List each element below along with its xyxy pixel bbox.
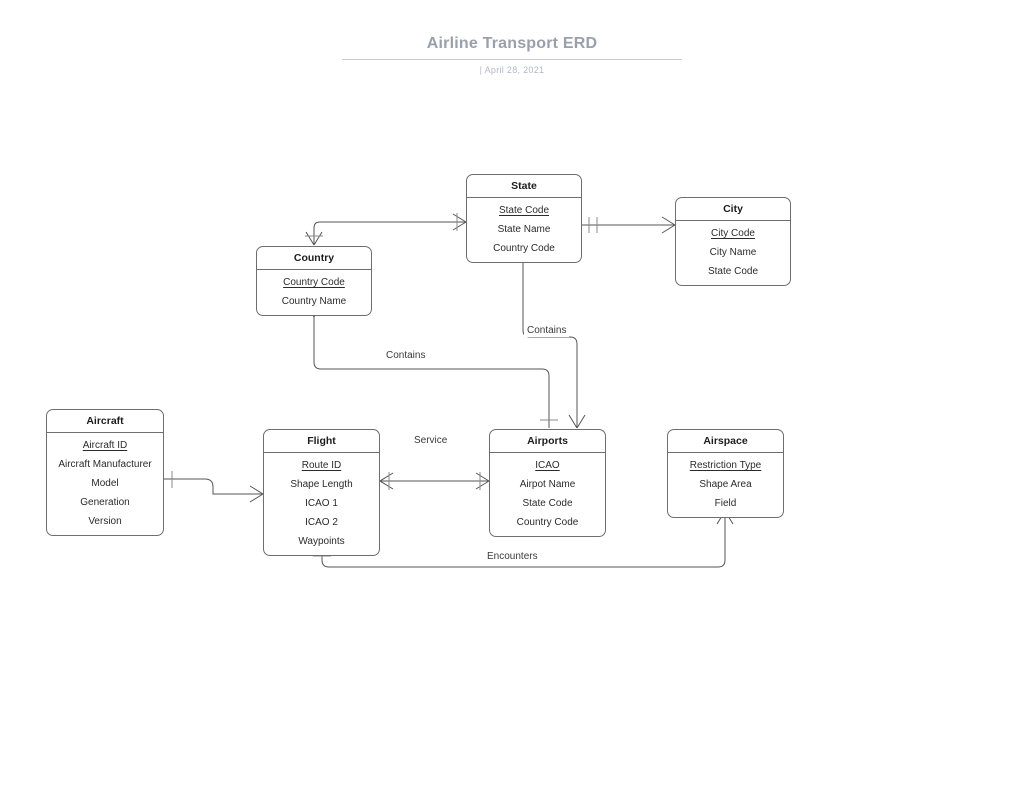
entity-attributes-airports: ICAO Airpot Name State Code Country Code xyxy=(490,453,605,536)
attribute-row: Version xyxy=(88,516,122,527)
attribute-row: City Code xyxy=(711,228,755,239)
entity-title-aircraft: Aircraft xyxy=(47,410,163,433)
crowfoot-state-left xyxy=(452,213,467,231)
connector-country-airports xyxy=(313,308,550,428)
entity-airspace[interactable]: Airspace Restriction Type Shape Area Fie… xyxy=(667,429,784,518)
attribute-row: Generation xyxy=(80,497,130,508)
crowfoot-flight-left xyxy=(249,485,264,503)
connector-country-state xyxy=(313,221,466,245)
attribute-row: Waypoints xyxy=(298,536,345,547)
attribute-row: Route ID xyxy=(301,460,342,471)
entity-aircraft[interactable]: Aircraft Aircraft ID Aircraft Manufactur… xyxy=(46,409,164,536)
entity-attributes-flight: Route ID Shape Length ICAO 1 ICAO 2 Wayp… xyxy=(264,453,379,555)
attribute-row: City Name xyxy=(709,247,757,258)
relationship-label-state-airports: Contains xyxy=(524,325,570,337)
attribute-row: Country Code xyxy=(493,243,555,254)
title-divider xyxy=(342,59,682,60)
attribute-row: Shape Length xyxy=(290,479,353,490)
entity-country[interactable]: Country Country Code Country Name xyxy=(256,246,372,316)
attribute-row: Aircraft ID xyxy=(82,440,128,451)
entity-airports[interactable]: Airports ICAO Airpot Name State Code Cou… xyxy=(489,429,606,537)
attribute-row: State Name xyxy=(497,224,551,235)
attribute-row: Shape Area xyxy=(699,479,752,490)
entity-title-state: State xyxy=(467,175,581,198)
entity-flight[interactable]: Flight Route ID Shape Length ICAO 1 ICAO… xyxy=(263,429,380,556)
attribute-row: Restriction Type xyxy=(689,460,762,471)
relationship-label-country-airports: Contains xyxy=(383,350,429,362)
attribute-row: ICAO xyxy=(535,460,560,471)
attribute-row: Country Name xyxy=(281,296,347,307)
attribute-row: ICAO 1 xyxy=(305,498,338,509)
crowfoot-country-top xyxy=(305,231,323,246)
entity-attributes-city: City Code City Name State Code xyxy=(676,221,790,285)
attribute-row: Aircraft Manufacturer xyxy=(58,459,152,470)
entity-title-country: Country xyxy=(257,247,371,270)
attribute-row: Country Code xyxy=(283,277,345,288)
relationship-label-flight-airspace: Encounters xyxy=(484,551,541,563)
entity-attributes-country: Country Code Country Name xyxy=(257,270,371,315)
crowfoot-airports-left xyxy=(475,472,490,490)
entity-city[interactable]: City City Code City Name State Code xyxy=(675,197,791,286)
document-header: Airline Transport ERD | April 28, 2021 xyxy=(0,34,1024,75)
attribute-row: State Code xyxy=(707,266,759,277)
crowfoot-flight-right xyxy=(379,472,394,490)
page-title: Airline Transport ERD xyxy=(426,35,598,52)
entity-title-airports: Airports xyxy=(490,430,605,453)
attribute-row: Model xyxy=(91,478,119,489)
entity-title-airspace: Airspace xyxy=(668,430,783,453)
attribute-row: State Code xyxy=(498,205,550,216)
entity-title-flight: Flight xyxy=(264,430,379,453)
entity-state[interactable]: State State Code State Name Country Code xyxy=(466,174,582,263)
entity-attributes-aircraft: Aircraft ID Aircraft Manufacturer Model … xyxy=(47,433,163,535)
attribute-row: Field xyxy=(714,498,737,509)
crowfoot-airports-topright xyxy=(568,414,586,429)
attribute-row: Airpot Name xyxy=(519,479,576,490)
document-date: | April 28, 2021 xyxy=(479,65,545,75)
entity-attributes-state: State Code State Name Country Code xyxy=(467,198,581,262)
connector-aircraft-flight xyxy=(164,478,263,495)
entity-title-city: City xyxy=(676,198,790,221)
attribute-row: State Code xyxy=(522,498,573,509)
entity-attributes-airspace: Restriction Type Shape Area Field xyxy=(668,453,783,517)
relationship-label-flight-airports: Service xyxy=(411,435,451,447)
attribute-row: Country Code xyxy=(516,517,579,528)
crowfoot-city-left xyxy=(661,216,676,234)
attribute-row: ICAO 2 xyxy=(305,517,338,528)
